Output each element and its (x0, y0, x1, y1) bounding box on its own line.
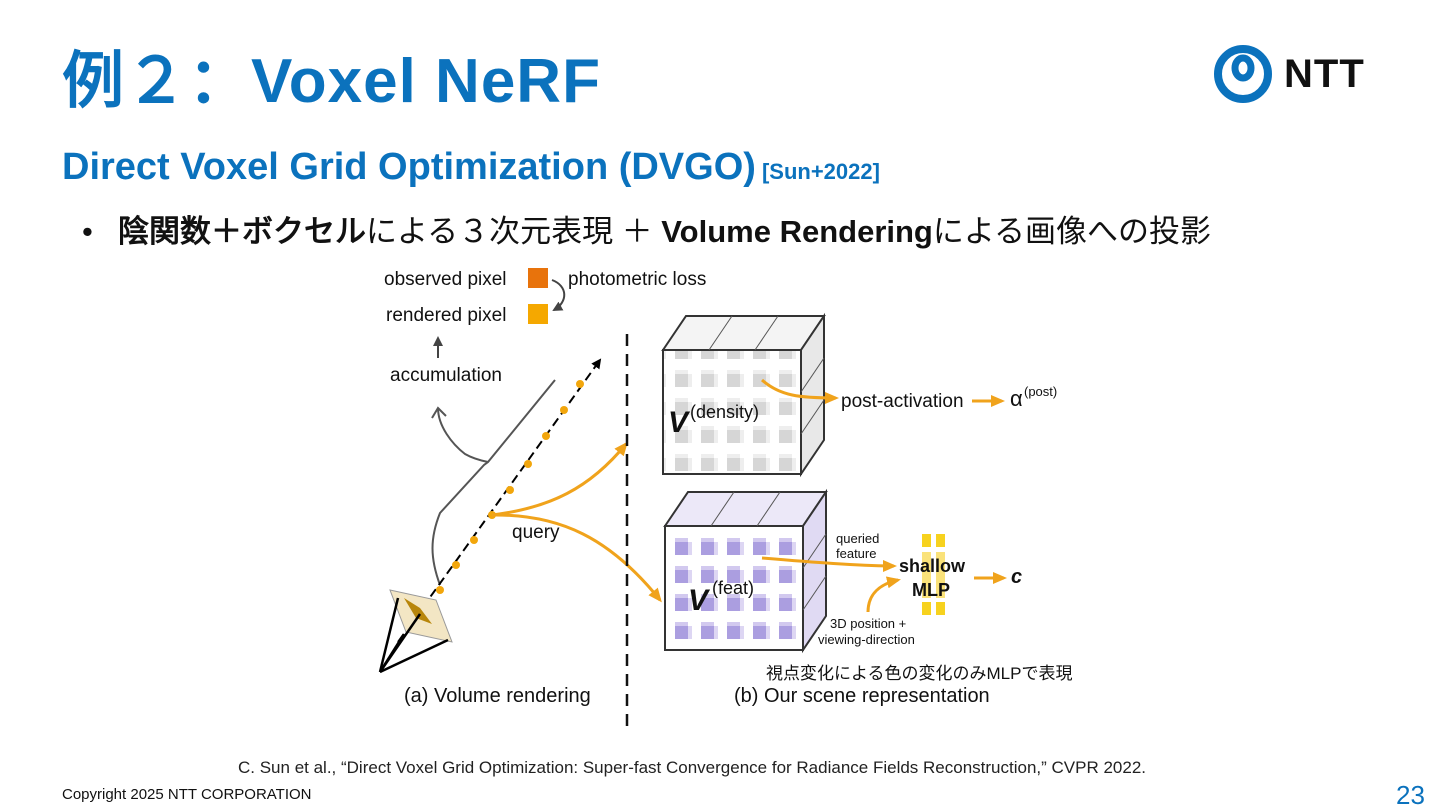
ntt-logo-icon (1214, 45, 1272, 103)
mlp-block-icon (922, 534, 945, 615)
query-arrow-feat (491, 513, 662, 603)
bullet-bold-1: 陰関数＋ボクセル (118, 214, 366, 249)
slide-subtitle: Direct Voxel Grid Optimization (DVGO)[Su… (62, 146, 880, 189)
bullet-bold-2: Volume Rendering (661, 214, 933, 249)
alpha-output-superscript: (post) (1024, 384, 1057, 399)
photometric-loss-label: photometric loss (568, 269, 706, 290)
annotation-mlp-note: 視点変化による色の変化のみMLPで表現 (766, 664, 1072, 683)
position-to-mlp-arrow (866, 576, 901, 613)
shallow-mlp-label-2: MLP (912, 580, 950, 600)
query-arrow-density (491, 441, 628, 517)
position-direction-label-2: viewing-direction (818, 632, 915, 647)
alpha-output-symbol: α (1010, 386, 1023, 411)
observed-pixel-swatch (528, 268, 548, 288)
bullet-dot-icon: • (82, 214, 93, 249)
observed-pixel-label: observed pixel (384, 269, 507, 290)
camera-ray (397, 358, 602, 643)
ntt-logo-text: NTT (1284, 52, 1365, 96)
shallow-mlp-label-1: shallow (899, 556, 966, 576)
feat-grid-superscript: (feat) (712, 578, 754, 598)
bracket-arrowhead-icon (431, 406, 447, 419)
camera-icon (378, 589, 453, 674)
color-output-symbol: c (1011, 566, 1022, 588)
feature-voxel-grid (663, 488, 828, 654)
citation: C. Sun et al., “Direct Voxel Grid Optimi… (238, 758, 1147, 777)
position-direction-label-1: 3D position + (830, 616, 906, 631)
rendered-pixel-label: rendered pixel (386, 305, 506, 326)
dvgo-diagram: observed pixel photometric loss rendered… (378, 268, 1072, 728)
loss-arrow-icon (551, 279, 566, 311)
post-activation-label: post-activation (841, 391, 964, 412)
feature-to-mlp-arrow (761, 556, 897, 572)
density-voxel-grid (661, 312, 826, 478)
page-number: 23 (1396, 780, 1425, 810)
caption-volume-rendering: (a) Volume rendering (404, 685, 591, 707)
density-to-activation-arrow (761, 378, 839, 404)
density-grid-superscript: (density) (690, 402, 759, 422)
query-label: query (512, 522, 560, 543)
bullet-point: • 陰関数＋ボクセルによる３次元表現 ＋ Volume Renderingによる画… (82, 206, 1211, 251)
subtitle-text: Direct Voxel Grid Optimization (DVGO) (62, 146, 756, 188)
sample-points (436, 380, 584, 594)
rendered-pixel-swatch (528, 304, 548, 324)
queried-feature-label-1: queried (836, 531, 879, 546)
accumulation-bracket (431, 379, 556, 586)
feat-grid-symbol: V (688, 584, 711, 617)
density-grid-symbol: V (668, 406, 691, 439)
copyright: Copyright 2025 NTT CORPORATION (62, 786, 312, 803)
slide-title: 例２：Voxel NeRF (62, 47, 601, 116)
bullet-text-1: による３次元表現 ＋ (366, 214, 662, 249)
bullet-text-2: による画像への投影 (932, 214, 1211, 249)
caption-scene-representation: (b) Our scene representation (734, 685, 990, 707)
queried-feature-label-2: feature (836, 546, 876, 561)
accumulation-label: accumulation (390, 365, 502, 386)
subtitle-reference: [Sun+2022] (761, 159, 880, 184)
